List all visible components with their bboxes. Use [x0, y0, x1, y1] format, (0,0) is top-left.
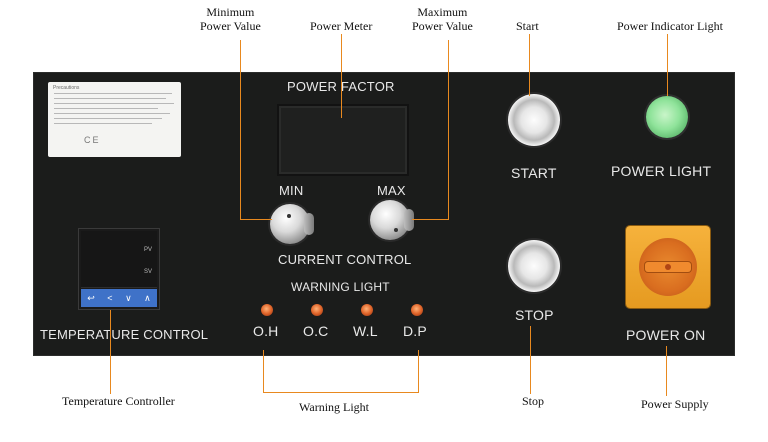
controller-sv-label: SV — [143, 269, 152, 275]
leader-temperature-controller — [110, 310, 111, 394]
notice-text-line — [54, 98, 166, 99]
leader-min-horizontal — [240, 219, 272, 220]
warning-led-wl-icon — [361, 304, 373, 316]
controller-pv-label: PV — [143, 247, 152, 253]
power-meter-display — [277, 104, 409, 176]
min-knob-grip — [304, 213, 314, 235]
warning-label-dp: D.P — [403, 323, 427, 339]
leader-warning-right — [418, 350, 419, 393]
controller-enter-key[interactable]: ↩ — [87, 292, 95, 303]
stop-button[interactable] — [508, 240, 560, 292]
power-switch-center — [665, 264, 671, 270]
leader-power-meter — [341, 34, 342, 118]
power-switch-dial — [639, 238, 697, 296]
leader-min-vertical — [240, 40, 241, 220]
controller-left-key[interactable]: < — [107, 292, 113, 303]
leader-warning-left — [263, 350, 264, 393]
notice-title: Precautions — [53, 85, 80, 91]
callout-minimum-line2: Power Value — [200, 19, 261, 33]
max-knob-icon[interactable] — [370, 200, 414, 240]
warning-led-oc-icon — [311, 304, 323, 316]
power-switch-icon[interactable] — [626, 226, 710, 308]
min-label: MIN — [279, 183, 304, 198]
max-knob-marker — [394, 228, 398, 232]
power-light-label: POWER LIGHT — [611, 163, 712, 179]
leader-start — [529, 34, 530, 96]
notice-text-line — [54, 123, 152, 124]
callout-power-indicator-light: Power Indicator Light — [617, 19, 723, 33]
min-knob-marker — [287, 214, 291, 218]
notice-text-line — [54, 118, 162, 119]
callout-stop: Stop — [522, 394, 545, 408]
leader-max-vertical — [448, 40, 449, 220]
controller-display: PV SV — [81, 231, 157, 288]
notice-text-line — [54, 108, 158, 109]
callout-maximum-line1: Maximum — [417, 5, 468, 19]
controller-down-key[interactable]: ∨ — [125, 292, 132, 303]
precautions-notice: Precautions CE — [48, 82, 181, 157]
min-knob-icon[interactable] — [270, 204, 314, 244]
notice-text-line — [54, 93, 172, 94]
warning-label-oc: O.C — [303, 323, 329, 339]
leader-stop — [530, 326, 531, 394]
callout-minimum-line1: Minimum — [206, 5, 255, 19]
current-control-label: CURRENT CONTROL — [278, 252, 412, 267]
notice-text-line — [54, 113, 170, 114]
warning-label-wl: W.L — [353, 323, 378, 339]
leader-warning-bottom — [263, 392, 419, 393]
stop-label: STOP — [515, 307, 554, 323]
notice-text-line — [54, 103, 174, 104]
callout-maximum-line2: Power Value — [412, 19, 473, 33]
callout-power-supply: Power Supply — [641, 397, 709, 411]
callout-start: Start — [516, 19, 539, 33]
start-button[interactable] — [508, 94, 560, 146]
power-factor-label: POWER FACTOR — [287, 79, 395, 94]
warning-led-oh-icon — [261, 304, 273, 316]
warning-label-oh: O.H — [253, 323, 279, 339]
warning-light-label: WARNING LIGHT — [291, 280, 390, 294]
leader-power-indicator — [667, 34, 668, 96]
max-label: MAX — [377, 183, 406, 198]
callout-temperature-controller: Temperature Controller — [62, 394, 175, 408]
leader-power-supply — [666, 346, 667, 396]
leader-max-horizontal — [412, 219, 449, 220]
callout-minimum-power-value: Minimum Power Value — [200, 5, 261, 33]
certification-marks: CE — [84, 135, 101, 145]
start-label: START — [511, 165, 557, 181]
callout-power-meter: Power Meter — [310, 19, 373, 33]
power-on-label: POWER ON — [626, 327, 706, 343]
power-light-icon — [646, 96, 688, 138]
max-knob-grip — [404, 209, 414, 231]
warning-led-dp-icon — [411, 304, 423, 316]
controller-keypad: ↩ < ∨ ∧ — [81, 289, 157, 307]
callout-warning-light: Warning Light — [299, 400, 370, 414]
temperature-control-label: TEMPERATURE CONTROL — [40, 327, 209, 342]
temperature-controller: PV SV ↩ < ∨ ∧ — [78, 228, 160, 310]
controller-up-key[interactable]: ∧ — [144, 292, 151, 303]
callout-maximum-power-value: Maximum Power Value — [412, 5, 473, 33]
